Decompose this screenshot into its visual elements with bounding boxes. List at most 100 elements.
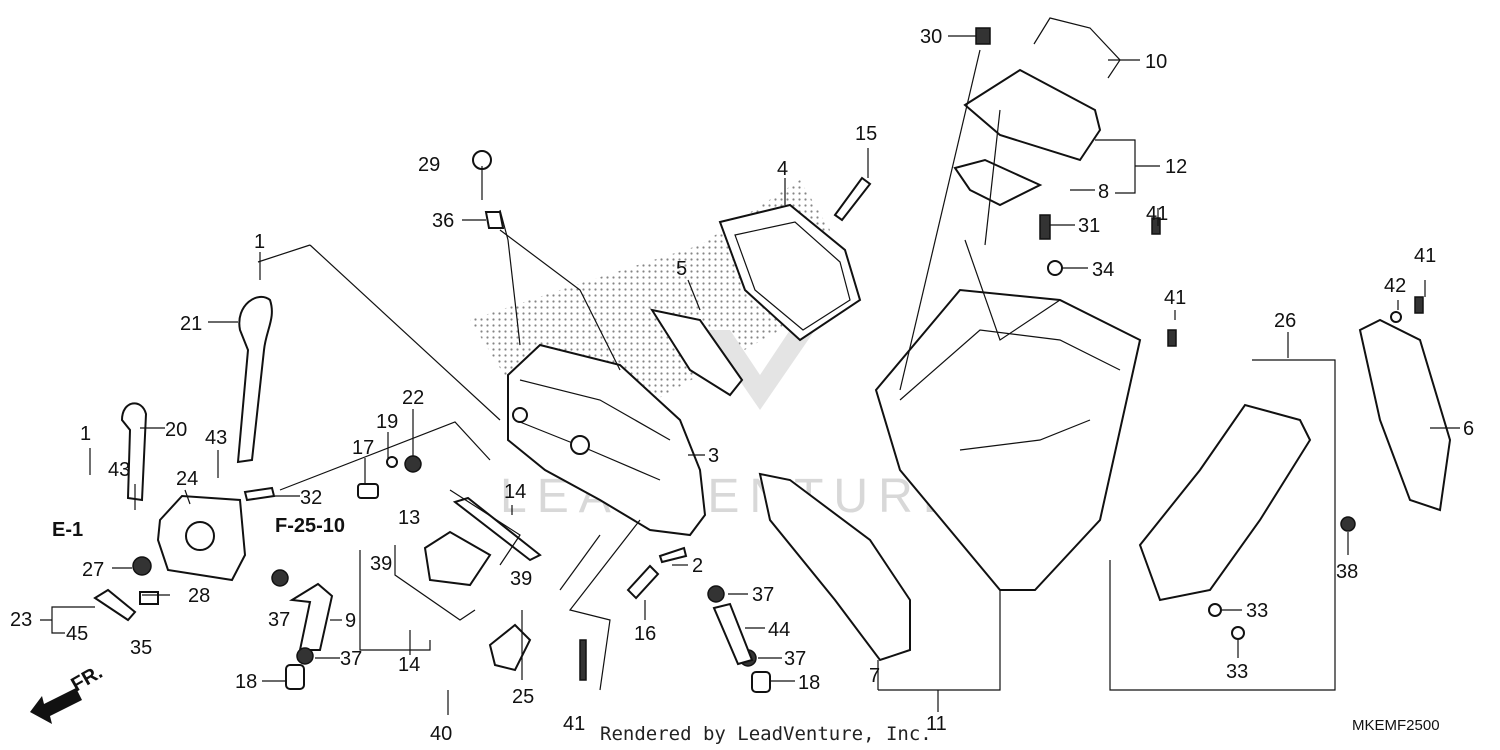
callout-11: 11 xyxy=(926,713,947,735)
callout-21: 21 xyxy=(180,313,202,335)
bolt-41a xyxy=(1151,217,1161,235)
callout-37-lower: 37 xyxy=(340,648,362,670)
chamber-24 xyxy=(156,494,247,582)
callout-24: 24 xyxy=(176,468,198,490)
bolt-32 xyxy=(243,486,276,502)
callout-12: 12 xyxy=(1165,156,1187,178)
callout-10: 10 xyxy=(1145,51,1167,73)
callout-28: 28 xyxy=(188,585,210,607)
callout-43: 43 xyxy=(205,427,227,449)
callout-18-right: 18 xyxy=(798,672,820,694)
joint-18-right xyxy=(751,671,771,693)
callout-41-c: 41 xyxy=(1414,245,1436,267)
hose-9 xyxy=(288,582,334,651)
callout-19: 19 xyxy=(376,411,398,433)
callout-22: 22 xyxy=(402,387,424,409)
callout-30: 30 xyxy=(920,26,942,48)
callout-13: 13 xyxy=(398,507,420,529)
hose-21 xyxy=(236,295,273,464)
callout-38: 38 xyxy=(1336,561,1358,583)
air-case-11 xyxy=(874,288,1142,591)
guide-13 xyxy=(423,530,492,587)
callout-45: 45 xyxy=(66,623,88,645)
callout-1-left: 1 xyxy=(80,423,91,445)
callout-37-right-b: 37 xyxy=(784,648,806,670)
callout-8: 8 xyxy=(1098,181,1109,203)
callout-31: 31 xyxy=(1078,215,1100,237)
callout-4: 4 xyxy=(777,158,788,180)
callout-6: 6 xyxy=(1463,418,1474,440)
drain-25 xyxy=(488,623,532,672)
callout-33-b: 33 xyxy=(1226,661,1248,683)
callout-5: 5 xyxy=(676,258,687,280)
joint-44 xyxy=(712,602,754,666)
callout-33-a: 33 xyxy=(1246,600,1268,622)
callout-15: 15 xyxy=(855,123,877,145)
joint-28 xyxy=(139,591,159,605)
callout-26: 26 xyxy=(1274,310,1296,332)
grommet-38 xyxy=(1340,516,1356,532)
callout-40: 40 xyxy=(430,723,452,745)
ref-e1: E-1 xyxy=(52,519,83,541)
grommet-22 xyxy=(404,455,422,473)
callout-9: 9 xyxy=(345,610,356,632)
clip-16 xyxy=(626,564,660,600)
bolt-31 xyxy=(1039,214,1051,240)
front-direction-arrow: FR. xyxy=(30,661,106,724)
grommet-27 xyxy=(132,556,152,576)
joint-18-left xyxy=(285,664,305,690)
bolt-41b xyxy=(1167,329,1177,347)
callout-44: 44 xyxy=(768,619,790,641)
callout-41-bottom: 41 xyxy=(563,713,585,735)
nut-33b xyxy=(1231,626,1245,640)
callout-42: 42 xyxy=(1384,275,1406,297)
washer-34 xyxy=(1047,260,1063,276)
callout-27: 27 xyxy=(82,559,104,581)
callout-29: 29 xyxy=(418,154,440,176)
shroud-6 xyxy=(1358,318,1452,512)
callout-16: 16 xyxy=(634,623,656,645)
callout-7: 7 xyxy=(869,665,880,687)
callout-14-lower: 14 xyxy=(398,654,420,676)
bolt-30 xyxy=(975,27,991,45)
callout-1: 1 xyxy=(254,231,265,253)
callout-36: 36 xyxy=(432,210,454,232)
callout-18: 18 xyxy=(235,671,257,693)
side-cover-26 xyxy=(1138,403,1312,602)
diagram-code: MKEMF2500 xyxy=(1352,717,1440,734)
callout-17: 17 xyxy=(352,437,374,459)
callout-35: 35 xyxy=(130,637,152,659)
clamp-37a xyxy=(271,569,289,587)
screw-2 xyxy=(658,546,688,564)
ref-f-25-10: F-25-10 xyxy=(275,515,345,537)
bolt-41c xyxy=(1414,296,1424,314)
bolt-41d xyxy=(579,639,587,681)
callout-14-upper: 14 xyxy=(504,481,526,503)
bolt-15 xyxy=(833,176,872,222)
clamp-37c xyxy=(707,585,725,603)
air-filter-element-4 xyxy=(718,203,862,342)
callout-3: 3 xyxy=(708,445,719,467)
callout-2: 2 xyxy=(692,555,703,577)
callout-37-right-a: 37 xyxy=(752,584,774,606)
callout-23: 23 xyxy=(10,609,32,631)
clamp-37b xyxy=(296,647,314,665)
cover-12 xyxy=(963,68,1102,162)
credit-text: Rendered by LeadVenture, Inc. xyxy=(600,723,932,745)
callout-32: 32 xyxy=(300,487,322,509)
air-cleaner-housing-3 xyxy=(507,343,707,537)
gasket-7 xyxy=(758,472,911,662)
callout-41-b: 41 xyxy=(1164,287,1186,309)
element-holder-5 xyxy=(649,308,744,397)
bracket-23 xyxy=(93,588,137,622)
nut-33a xyxy=(1208,603,1222,617)
callout-20: 20 xyxy=(165,419,187,441)
collar-36 xyxy=(484,211,505,229)
callout-39-right: 39 xyxy=(510,568,532,590)
ring-19 xyxy=(386,456,398,468)
callout-34: 34 xyxy=(1092,259,1114,281)
leader-lines xyxy=(40,35,1460,715)
callout-39-left: 39 xyxy=(370,553,392,575)
callout-43-left: 43 xyxy=(108,459,130,481)
